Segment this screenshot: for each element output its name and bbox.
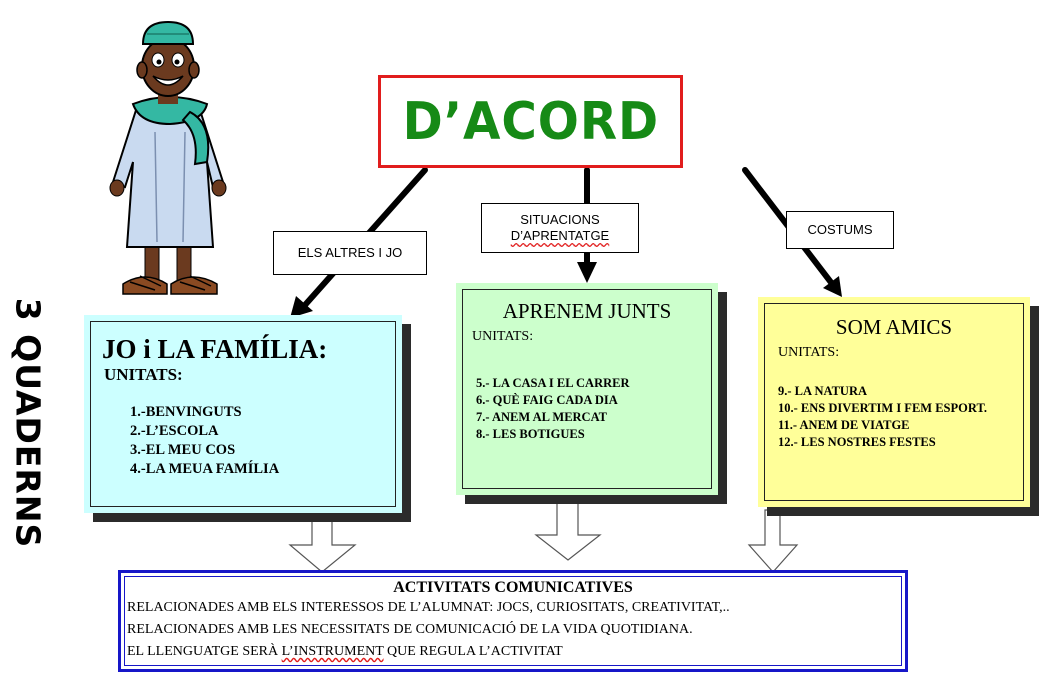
down-arrow-middle (534, 497, 602, 561)
connector-label-middle-line1: SITUACIONS (520, 212, 600, 227)
title-box: D’ACORD (378, 75, 683, 168)
character-illustration (109, 20, 227, 295)
activities-line-3-end: QUE REGULA L’ACTIVITAT (383, 644, 563, 659)
connector-label-right: COSTUMS (786, 211, 894, 249)
down-arrow-right (747, 509, 799, 573)
block-friends-units-heading: UNITATS: (778, 345, 840, 360)
connector-label-left-text: ELS ALTRES I JO (297, 245, 403, 260)
block-learn-together-units-heading: UNITATS: (472, 329, 534, 344)
unit-item: 8.- LES BOTIGUES (476, 427, 585, 441)
block-learn-together-title: APRENEM JUNTS (502, 299, 672, 323)
block-friends: SOM AMICS UNITATS: 9.- LA NATURA 10.- EN… (758, 297, 1030, 507)
unit-item: 9.- LA NATURA (778, 384, 868, 398)
block-friends-title: SOM AMICS (835, 315, 953, 339)
block-family: JO i LA FAMÍLIA: UNITATS: 1.-BENVINGUTS … (84, 315, 402, 513)
unit-item: 3.-EL MEU COS (130, 442, 236, 458)
arrowhead-middle (577, 262, 597, 283)
title: D’ACORD (402, 91, 659, 152)
block-friends-unit-list: 9.- LA NATURA 10.- ENS DIVERTIM I FEM ES… (778, 383, 987, 451)
activities-line-1: RELACIONADES AMB ELS INTERESSOS DE L’ALU… (127, 600, 730, 615)
block-family-unit-list: 1.-BENVINGUTS 2.-L’ESCOLA 3.-EL MEU COS … (130, 403, 279, 479)
connector-label-right-text: COSTUMS (807, 222, 873, 237)
block-family-title: JO i LA FAMÍLIA: (102, 334, 328, 364)
unit-item: 2.-L’ESCOLA (130, 423, 219, 439)
unit-item: 11.- ANEM DE VIATGE (778, 418, 910, 432)
block-learn-together: APRENEM JUNTS UNITATS: 5.- LA CASA I EL … (456, 283, 718, 495)
activities-line-3: EL LLENGUATGE SERÀ L’INSTRUMENT QUE REGU… (127, 644, 563, 660)
block-learn-together-unit-list: 5.- LA CASA I EL CARRER 6.- QUÈ FAIG CAD… (476, 375, 630, 443)
activities-line-3-underlined: L’INSTRUMENT (281, 644, 384, 659)
unit-item: 12.- LES NOSTRES FESTES (778, 435, 936, 449)
side-label: 3 QUADERNS (8, 297, 48, 548)
activities-box: ACTIVITATS COMUNICATIVES RELACIONADES AM… (118, 570, 908, 672)
unit-item: 6.- QUÈ FAIG CADA DIA (476, 393, 618, 407)
down-arrow-left (288, 509, 357, 573)
connector-label-left: ELS ALTRES I JO (273, 231, 427, 275)
activities-title: ACTIVITATS COMUNICATIVES (393, 579, 633, 596)
connector-label-middle: SITUACIONS D’APRENTATGE (481, 203, 639, 253)
activities-line-2: RELACIONADES AMB LES NECESSITATS DE COMU… (127, 622, 693, 637)
unit-item: 7.- ANEM AL MERCAT (476, 410, 608, 424)
arrowhead-left (290, 296, 313, 318)
connector-label-middle-line2: D’APRENTATGE (510, 228, 610, 243)
arrowhead-right (823, 276, 842, 297)
unit-item: 10.- ENS DIVERTIM I FEM ESPORT. (778, 401, 987, 415)
unit-item: 1.-BENVINGUTS (130, 404, 242, 420)
unit-item: 5.- LA CASA I EL CARRER (476, 376, 630, 390)
activities-line-3-start: EL LLENGUATGE SERÀ (127, 644, 282, 659)
block-family-units-heading: UNITATS: (104, 365, 183, 384)
unit-item: 4.-LA MEUA FAMÍLIA (130, 461, 280, 477)
